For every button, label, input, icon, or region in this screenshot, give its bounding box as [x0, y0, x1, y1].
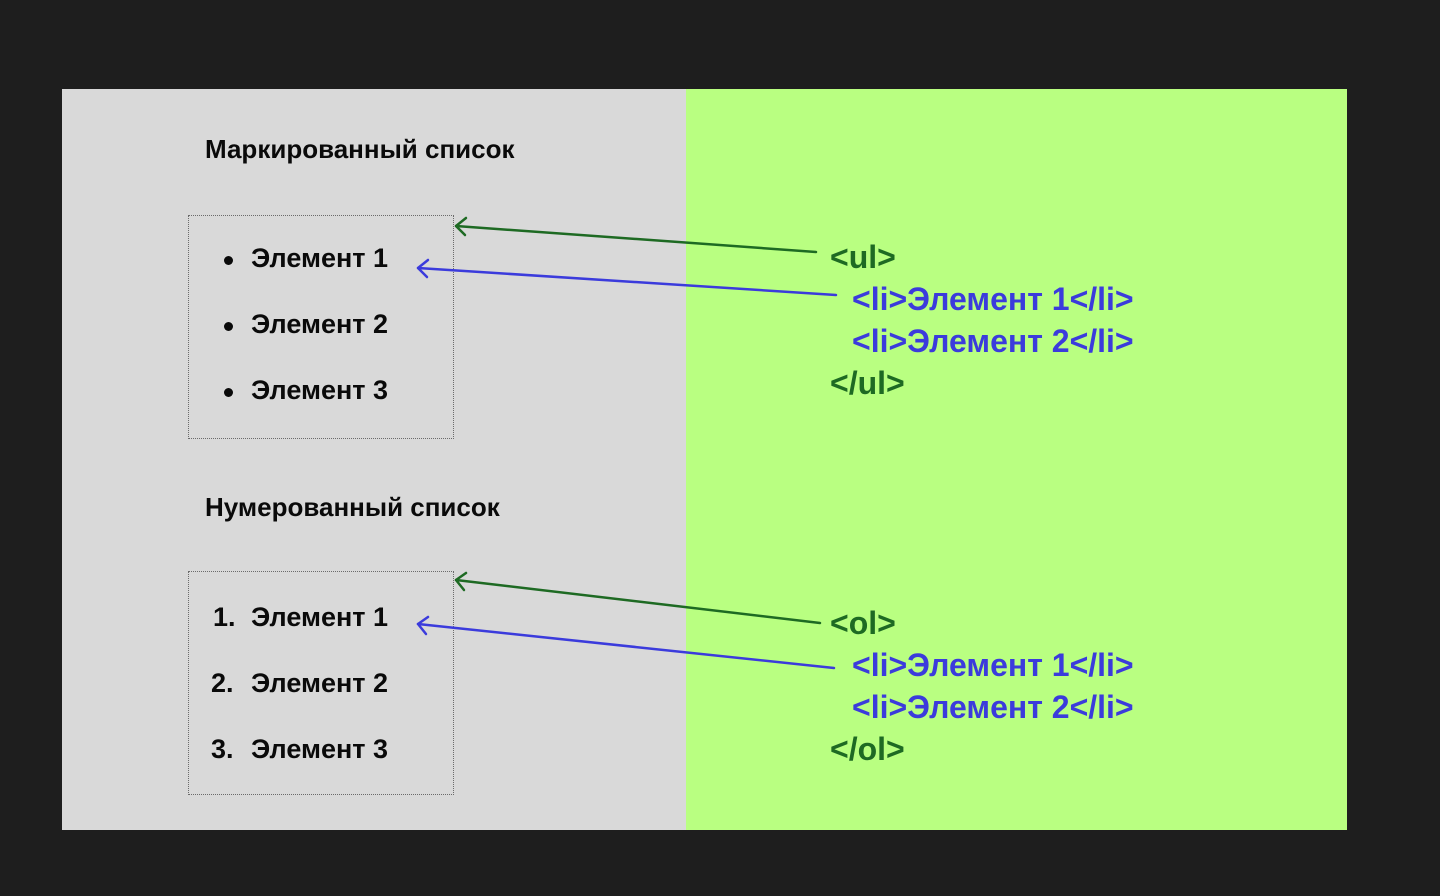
numbered-list-box: 1. Элемент 1 2. Элемент 2 3. Элемент 3: [188, 571, 454, 795]
number-marker-2: 2.: [211, 668, 234, 698]
html-code-panel: [686, 89, 1347, 830]
code-ul-close: </ul>: [830, 365, 905, 401]
bulleted-list-box: Элемент 1 Элемент 2 Элемент 3: [188, 215, 454, 439]
code-ol-open: <ol>: [830, 605, 896, 641]
bullet-marker: [224, 256, 233, 265]
numbered-list-item-2: Элемент 2: [251, 668, 389, 698]
ul-to-box-arrow: [454, 216, 818, 254]
code-ul-li-1: <li>Элемент 1</li>: [852, 281, 1134, 317]
code-ol-li-2: <li>Элемент 2</li>: [852, 689, 1134, 725]
numbered-list-item-1: Элемент 1: [251, 602, 389, 632]
ol-to-box-arrow: [454, 571, 822, 625]
code-ol-close: </ol>: [830, 731, 905, 767]
number-marker-3: 3.: [211, 734, 234, 764]
code-ul-li-2: <li>Элемент 2</li>: [852, 323, 1134, 359]
bullet-marker: [224, 322, 233, 331]
code-ol-li-1: <li>Элемент 1</li>: [852, 647, 1134, 683]
bulleted-list-item-1: Элемент 1: [251, 243, 389, 273]
bulleted-list-heading: Маркированный список: [205, 134, 515, 164]
bulleted-list-item-2: Элемент 2: [251, 309, 389, 339]
ol-li-to-item-arrow: [416, 615, 836, 670]
numbered-list-item-3: Элемент 3: [251, 734, 389, 764]
rendered-lists-panel: [62, 89, 686, 830]
code-ul-open: <ul>: [830, 239, 896, 275]
number-marker-1: 1.: [213, 602, 236, 632]
bulleted-list-item-3: Элемент 3: [251, 375, 389, 405]
numbered-list-heading: Нумерованный список: [205, 492, 500, 522]
ul-li-to-item-arrow: [416, 258, 838, 297]
bullet-marker: [224, 388, 233, 397]
